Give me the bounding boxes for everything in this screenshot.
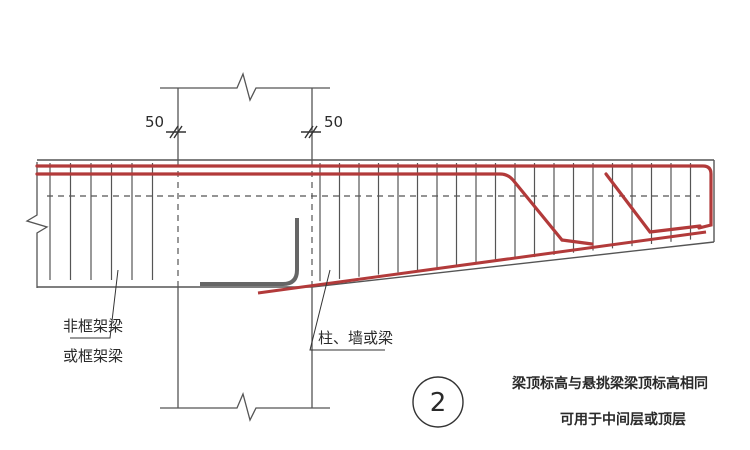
beam-outline	[37, 159, 715, 288]
support-label: 柱、墙或梁	[318, 329, 393, 347]
detail-caption-1: 梁顶标高与悬挑梁梁顶标高相同	[511, 375, 708, 392]
column-top	[160, 72, 330, 160]
beam-type-label-2: 或框架梁	[63, 347, 123, 365]
break-line	[25, 162, 49, 288]
bottom-rebar	[257, 230, 707, 295]
dimension-label-right: 50	[324, 113, 343, 131]
stirrups	[49, 163, 692, 282]
detail-number-circle	[412, 376, 464, 428]
top-rebar	[35, 164, 713, 246]
anchorage-bar	[200, 218, 299, 286]
beam-type-label-1: 非框架梁	[63, 317, 123, 335]
hidden-lines	[47, 160, 700, 287]
dimension-marks	[166, 125, 321, 139]
detail-number: 2	[430, 388, 447, 418]
leader-lines	[70, 269, 385, 351]
detail-caption-2: 可用于中间层或顶层	[560, 411, 686, 428]
column-bottom	[160, 287, 330, 422]
dimension-label-left: 50	[145, 113, 164, 131]
